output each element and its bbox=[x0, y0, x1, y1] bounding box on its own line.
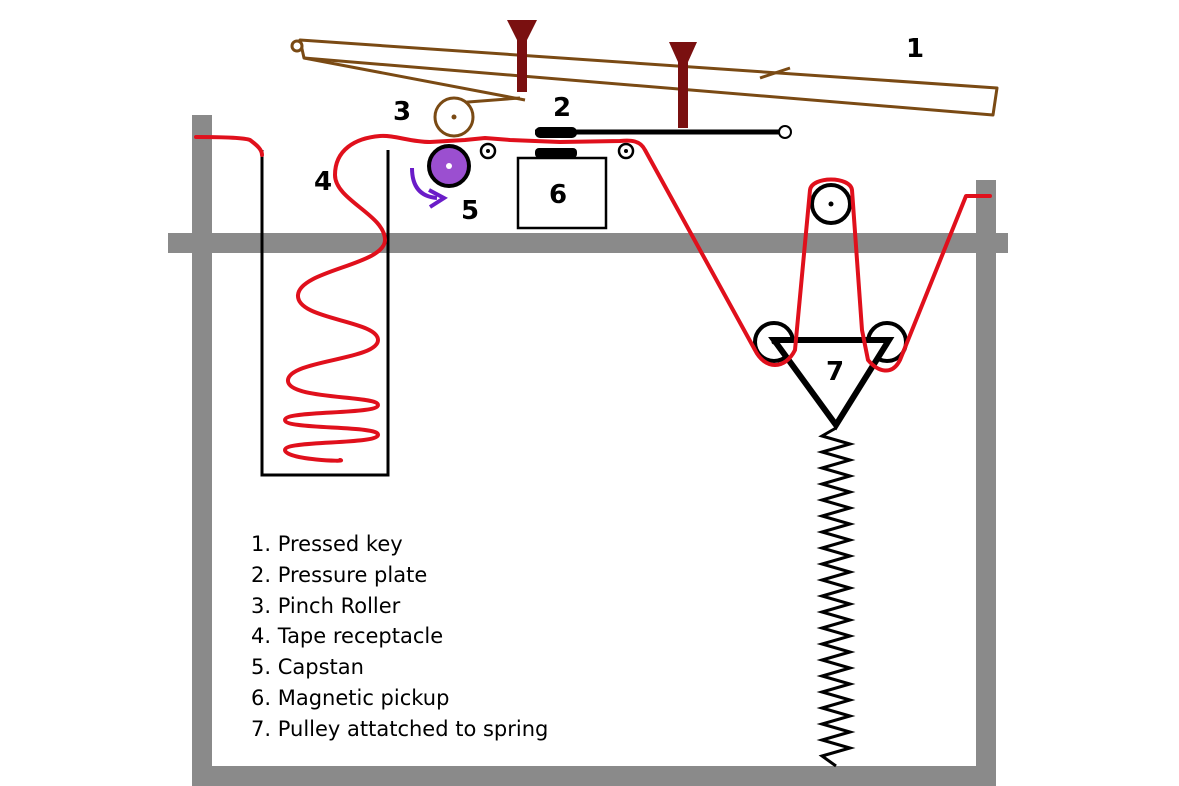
pressure-plate bbox=[535, 125, 792, 158]
pulley-yoke-triangle bbox=[768, 337, 895, 431]
frame-bottom bbox=[192, 766, 996, 786]
callout-3: 3 bbox=[393, 97, 411, 127]
callout-7: 7 bbox=[826, 357, 844, 387]
upper-pulley bbox=[810, 183, 852, 225]
key-pivot bbox=[290, 39, 304, 53]
legend-item: 5. Capstan bbox=[251, 655, 364, 680]
magnetic-pickup bbox=[516, 156, 608, 230]
key-stop-left bbox=[507, 20, 537, 92]
pressure-plate-pivot bbox=[778, 125, 792, 139]
frame bbox=[168, 115, 1008, 786]
legend-item: 7. Pulley attatched to spring bbox=[251, 716, 549, 741]
guide-roller-right-hub bbox=[624, 149, 628, 153]
pressed-key bbox=[290, 38, 999, 117]
frame-right-post bbox=[976, 180, 996, 786]
key-bar bbox=[298, 38, 999, 117]
key-lever bbox=[303, 56, 526, 102]
key-stop-right bbox=[669, 42, 697, 128]
callout-6: 6 bbox=[549, 180, 567, 210]
callout-4: 4 bbox=[314, 167, 332, 197]
legend-item: 4. Tape receptacle bbox=[251, 624, 444, 649]
frame-left-post bbox=[192, 115, 212, 786]
frame-crossbar bbox=[168, 233, 1008, 253]
key-notch bbox=[759, 66, 791, 80]
tape bbox=[194, 135, 264, 157]
legend-item: 3. Pinch Roller bbox=[251, 593, 401, 618]
tape-receptacle bbox=[260, 150, 390, 477]
capstan bbox=[410, 144, 471, 209]
capstan-rotation-arrow bbox=[410, 167, 438, 200]
callout-1: 1 bbox=[906, 34, 924, 64]
key-stops bbox=[507, 20, 697, 128]
callout-5: 5 bbox=[461, 196, 479, 226]
pinch-roller-axle bbox=[451, 114, 457, 120]
guide-roller-left-hub bbox=[486, 149, 490, 153]
upper-pulley-axle bbox=[828, 201, 834, 207]
pickup-pad bbox=[535, 148, 577, 158]
spring-pulley bbox=[753, 321, 908, 768]
legend-item: 6. Magnetic pickup bbox=[251, 685, 450, 710]
capstan-arrow-head bbox=[428, 188, 448, 209]
tension-spring bbox=[816, 426, 856, 768]
legend: 1. Pressed key 2. Pressure plate 3. Pinc… bbox=[251, 529, 548, 745]
legend-item: 2. Pressure plate bbox=[251, 562, 428, 587]
tape-main-run bbox=[283, 133, 992, 463]
legend-item: 1. Pressed key bbox=[251, 532, 403, 556]
capstan-axle bbox=[446, 163, 452, 169]
pinch-roller bbox=[433, 96, 475, 138]
callout-2: 2 bbox=[553, 93, 571, 123]
pressure-pad bbox=[535, 127, 577, 138]
